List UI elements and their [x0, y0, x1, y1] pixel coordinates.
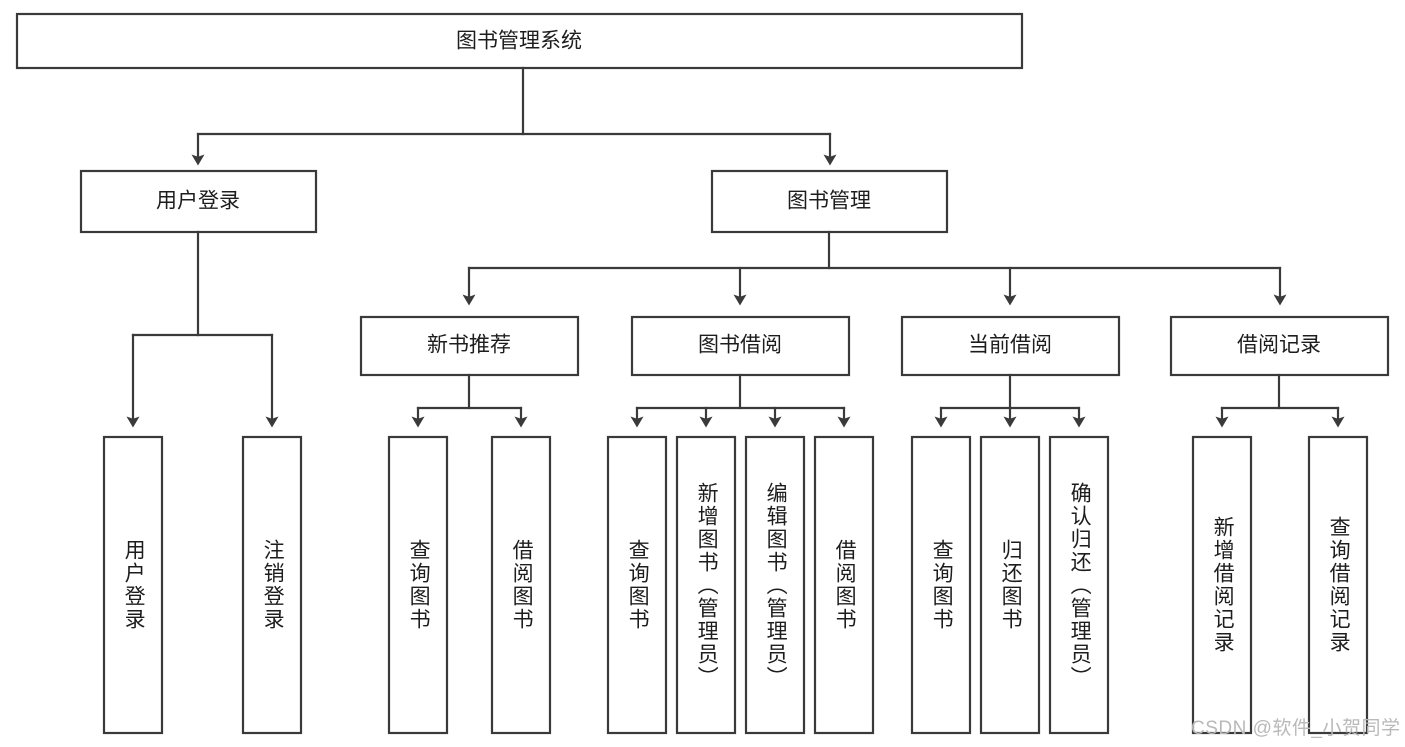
leaf-box-borrow-record-2[interactable]	[1307, 435, 1369, 735]
leaf-box-book-borrow-4[interactable]	[813, 435, 875, 735]
node-new-book-recommend-label: 新书推荐	[427, 334, 511, 357]
leaf-box-current-borrow-1[interactable]	[910, 435, 972, 735]
node-new-book-recommend-box[interactable]	[359, 315, 580, 377]
node-borrow-record-box[interactable]	[1169, 315, 1390, 377]
node-borrow-record-label: 借阅记录	[1237, 334, 1321, 357]
node-book-manage-label: 图书管理	[787, 190, 871, 213]
node-user-login[interactable]: 用户登录	[79, 169, 318, 234]
node-book-manage[interactable]: 图书管理	[710, 169, 949, 234]
leaf-box-user-login-1[interactable]	[102, 435, 164, 735]
node-book-manage-box[interactable]	[710, 169, 949, 234]
node-current-borrow[interactable]: 当前借阅	[900, 315, 1121, 377]
node-root-label: 图书管理系统	[456, 30, 582, 53]
node-current-borrow-box[interactable]	[900, 315, 1121, 377]
leaf-box-new-book-1[interactable]	[387, 435, 449, 735]
node-new-book-recommend[interactable]: 新书推荐	[359, 315, 580, 377]
node-book-borrow[interactable]: 图书借阅	[630, 315, 851, 377]
node-root-box[interactable]	[15, 12, 1024, 70]
leaf-box-borrow-record-1[interactable]	[1191, 435, 1253, 735]
node-book-borrow-label: 图书借阅	[698, 334, 782, 357]
leaf-box-current-borrow-3[interactable]	[1048, 435, 1110, 735]
leaf-box-current-borrow-2[interactable]	[979, 435, 1041, 735]
leaf-box-book-borrow-2[interactable]	[675, 435, 737, 735]
node-root[interactable]: 图书管理系统	[15, 12, 1024, 70]
node-book-borrow-box[interactable]	[630, 315, 851, 377]
node-current-borrow-label: 当前借阅	[968, 334, 1052, 357]
csdn-watermark: CSDN @软件_小贺同学	[1191, 718, 1401, 739]
leaf-box-book-borrow-1[interactable]	[606, 435, 668, 735]
node-borrow-record[interactable]: 借阅记录	[1169, 315, 1390, 377]
leaf-box-book-borrow-3[interactable]	[744, 435, 806, 735]
leaf-box-user-login-2[interactable]	[241, 435, 303, 735]
leaf-box-new-book-2[interactable]	[490, 435, 552, 735]
node-user-login-label: 用户登录	[156, 190, 240, 213]
